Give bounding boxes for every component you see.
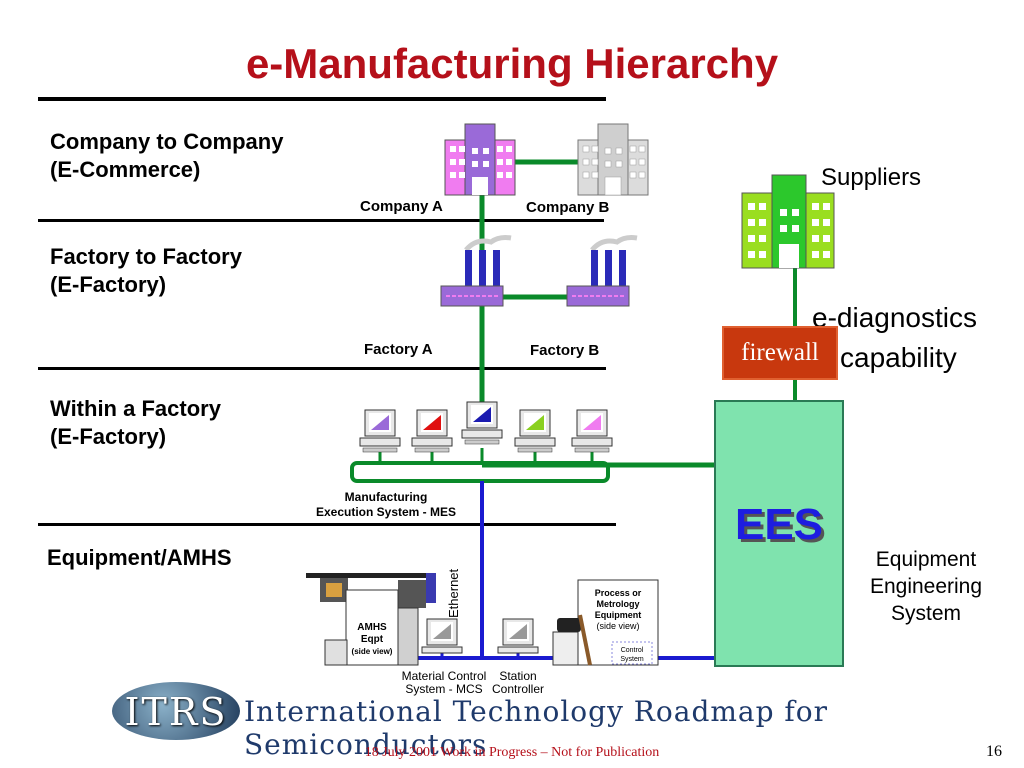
amhs-label-line: AMHS — [357, 622, 387, 633]
process-label-line: Metrology — [596, 599, 640, 609]
level-label: Factory to Factory — [50, 244, 242, 269]
level-sublabel: (E-Commerce) — [50, 157, 201, 182]
mes-label-line: Manufacturing — [344, 490, 428, 504]
amhs-label-line: Eqpt — [360, 634, 384, 645]
level-label: Company to Company — [50, 129, 284, 154]
process-label-line: (side view) — [596, 621, 640, 631]
separator-line — [38, 97, 606, 101]
workstation-green-icon — [514, 409, 556, 453]
ees-description-line: System — [890, 602, 961, 625]
workstation-purple-icon — [359, 409, 401, 453]
level-label: Equipment/AMHS — [47, 545, 232, 570]
station-label-line: Station — [499, 669, 537, 683]
page-title: e-Manufacturing Hierarchy — [245, 40, 779, 87]
ees-label: EES — [734, 500, 824, 549]
factory-b-label: Factory B — [530, 342, 600, 359]
control-label-line: System — [620, 656, 644, 663]
amhs-equipment-icon — [306, 573, 436, 666]
organization-name: International Technology Roadmap for Sem… — [244, 695, 829, 761]
level-label: Within a Factory — [50, 396, 221, 421]
ediagnostics-label: e-diagnostics — [812, 302, 977, 333]
footer-note: 18 July 2001 Work in Progress – Not for … — [364, 745, 660, 760]
factory-b-icon — [566, 235, 638, 307]
station-label-line: Controller — [491, 682, 545, 696]
level-company-to-company: Company to Company (E-Commerce) — [50, 128, 283, 184]
station-controller-label: Station Controller — [488, 670, 548, 696]
company-b-building-icon — [577, 123, 649, 196]
workstation-blue-icon — [461, 401, 503, 445]
company-a-label: Company A — [360, 198, 443, 215]
level-equipment-amhs: Equipment/AMHS — [47, 544, 232, 572]
mes-label-line: Execution System - MES — [315, 505, 457, 519]
amhs-label-line: (side view) — [351, 647, 393, 656]
process-label-line: Equipment — [594, 610, 642, 620]
control-label-line: Control — [620, 647, 644, 654]
process-equipment-icon — [552, 579, 659, 666]
level-sublabel: (E-Factory) — [50, 272, 167, 297]
level-sublabel: (E-Factory) — [50, 424, 167, 449]
process-equipment-label: Process or Metrology Equipment (side vie… — [578, 588, 658, 632]
itrs-logo-text: ITRS — [124, 690, 228, 734]
ethernet-label: Ethernet — [446, 568, 461, 618]
mcs-label-line: Material Control — [401, 669, 487, 683]
mcs-label-line: System - MCS — [405, 682, 483, 696]
supplier-building-icon — [741, 174, 835, 269]
separator-line — [38, 367, 606, 370]
ees-description: Equipment Engineering System — [848, 546, 1004, 627]
station-controller-computer-icon — [497, 618, 539, 654]
mcs-label: Material Control System - MCS — [398, 670, 490, 696]
control-system-label: Control System — [612, 646, 652, 664]
amhs-label: AMHS Eqpt (side view) — [346, 622, 398, 658]
factory-a-label: Factory A — [364, 341, 433, 358]
ees-description-line: Engineering — [869, 575, 983, 598]
capability-label: capability — [840, 342, 957, 373]
ees-box — [714, 400, 844, 667]
level-within-factory: Within a Factory (E-Factory) — [50, 395, 221, 451]
itrs-globe-logo — [112, 682, 240, 740]
separator-line — [38, 219, 604, 222]
process-label-line: Process or — [594, 588, 642, 598]
separator-line — [38, 523, 616, 526]
mcs-computer-icon — [421, 618, 463, 654]
company-b-label: Company B — [526, 199, 610, 216]
factory-a-icon — [440, 235, 512, 307]
ees-description-line: Equipment — [875, 548, 977, 571]
page-number: 16 — [986, 743, 1002, 760]
suppliers-label: Suppliers — [821, 164, 922, 191]
firewall-box: firewall — [722, 326, 838, 380]
mes-label: Manufacturing Execution System - MES — [296, 490, 476, 520]
workstation-red-icon — [411, 409, 453, 453]
workstation-pink-icon — [571, 409, 613, 453]
level-factory-to-factory: Factory to Factory (E-Factory) — [50, 243, 242, 299]
company-a-building-icon — [444, 123, 516, 196]
